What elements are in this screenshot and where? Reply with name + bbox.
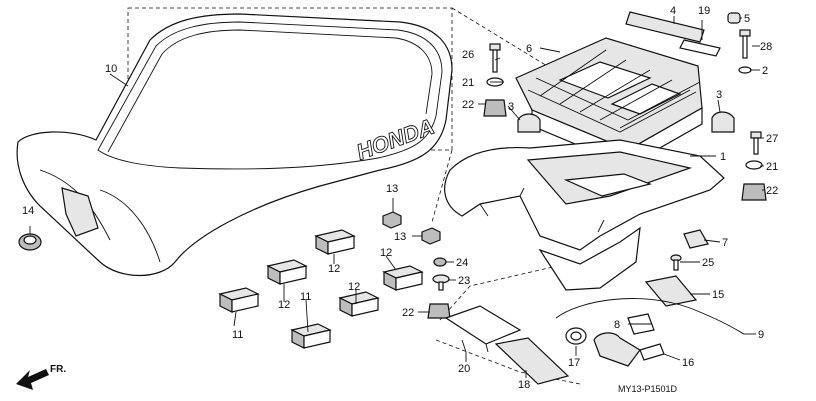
callout-26: 26 [462, 49, 474, 61]
callout-20: 20 [458, 363, 470, 375]
front-direction-arrow: FR. [16, 364, 66, 390]
callout-7: 7 [722, 237, 728, 249]
bolt-26 [489, 43, 501, 73]
key-cylinder-16 [593, 332, 665, 367]
bolt-28 [739, 29, 751, 59]
callout-11a: 11 [232, 329, 243, 341]
lock-15 [644, 275, 698, 307]
cushion-11a [218, 287, 260, 313]
grommet-22b [741, 183, 767, 201]
cushion-11b [290, 323, 332, 349]
bolt-25 [670, 254, 682, 271]
callout-9: 9 [758, 329, 764, 341]
callouts: 10 14 13 13 11 12 12 11 12 12 26 21 22 3… [22, 5, 778, 391]
seat: HONDA [16, 7, 453, 277]
grommet-22a [483, 99, 507, 117]
clamp-3a [517, 113, 541, 133]
cushion-12d [382, 265, 424, 291]
leader-seat-rack [451, 7, 581, 87]
stay-7 [683, 229, 709, 249]
callout-22a: 22 [462, 99, 474, 111]
cable-9 [555, 298, 745, 335]
callout-15: 15 [712, 289, 724, 301]
callout-21b: 21 [766, 161, 778, 173]
cushion-12b [314, 229, 356, 255]
seat-underside-hook [61, 187, 99, 237]
band-19 [679, 39, 721, 57]
direction-label: FR. [50, 364, 66, 375]
callout-27: 27 [766, 133, 778, 145]
callout-21a: 21 [462, 77, 474, 89]
callout-12d: 12 [380, 247, 392, 259]
bolt-27 [750, 131, 762, 155]
seat-cushions [218, 229, 424, 349]
callout-2: 2 [762, 65, 768, 77]
strap-4 [625, 11, 705, 43]
grommet-14 [18, 233, 42, 251]
rear-frame [444, 139, 725, 291]
leader-seat-13 [431, 149, 453, 223]
callout-16: 16 [682, 357, 694, 369]
callout-3b: 3 [716, 89, 722, 101]
grommet-13a [382, 211, 402, 229]
grommet-22c [427, 303, 451, 319]
cushion-12c [338, 291, 380, 317]
plate-20 [444, 305, 522, 353]
cap-5 [727, 12, 741, 24]
carrier-rack [515, 37, 703, 167]
callout-19: 19 [698, 5, 710, 17]
leader-plate-frame [439, 263, 581, 321]
grommet-24 [433, 257, 447, 267]
callout-24: 24 [456, 257, 468, 269]
grommet-13b [421, 227, 441, 245]
collar-21b [745, 160, 763, 170]
callout-14: 14 [22, 205, 34, 217]
diagram-code: MY13-P1501D [618, 384, 678, 394]
callout-25: 25 [702, 257, 714, 269]
callout-28: 28 [760, 41, 772, 53]
callout-10: 10 [105, 63, 117, 75]
callout-13a: 13 [386, 183, 398, 195]
callout-8: 8 [614, 319, 620, 331]
seat-top-inner-line [107, 29, 433, 153]
callout-11b: 11 [300, 291, 311, 303]
seat-top-piping [97, 21, 443, 170]
bolt-23 [432, 274, 450, 291]
callout-13b: 13 [394, 231, 406, 243]
leader-lines [29, 16, 764, 378]
clamp-3b [711, 111, 735, 133]
callout-3a: 3 [508, 101, 514, 113]
cushion-12a [266, 259, 308, 285]
strap-18 [494, 337, 570, 385]
callout-6: 6 [526, 43, 532, 55]
seat-body [16, 13, 453, 277]
callout-22b: 22 [766, 185, 778, 197]
washer-2 [738, 66, 752, 74]
leader-base [435, 339, 581, 385]
callout-12b: 12 [328, 263, 340, 275]
callout-12a: 12 [278, 299, 290, 311]
callout-23: 23 [458, 275, 470, 287]
callout-5: 5 [744, 13, 750, 25]
callout-22c: 22 [402, 307, 414, 319]
callout-1: 1 [720, 151, 726, 163]
callout-17: 17 [568, 357, 580, 369]
callout-4: 4 [670, 5, 676, 17]
ring-17 [565, 327, 587, 345]
callout-12c: 12 [348, 281, 360, 293]
callout-18: 18 [518, 379, 530, 391]
